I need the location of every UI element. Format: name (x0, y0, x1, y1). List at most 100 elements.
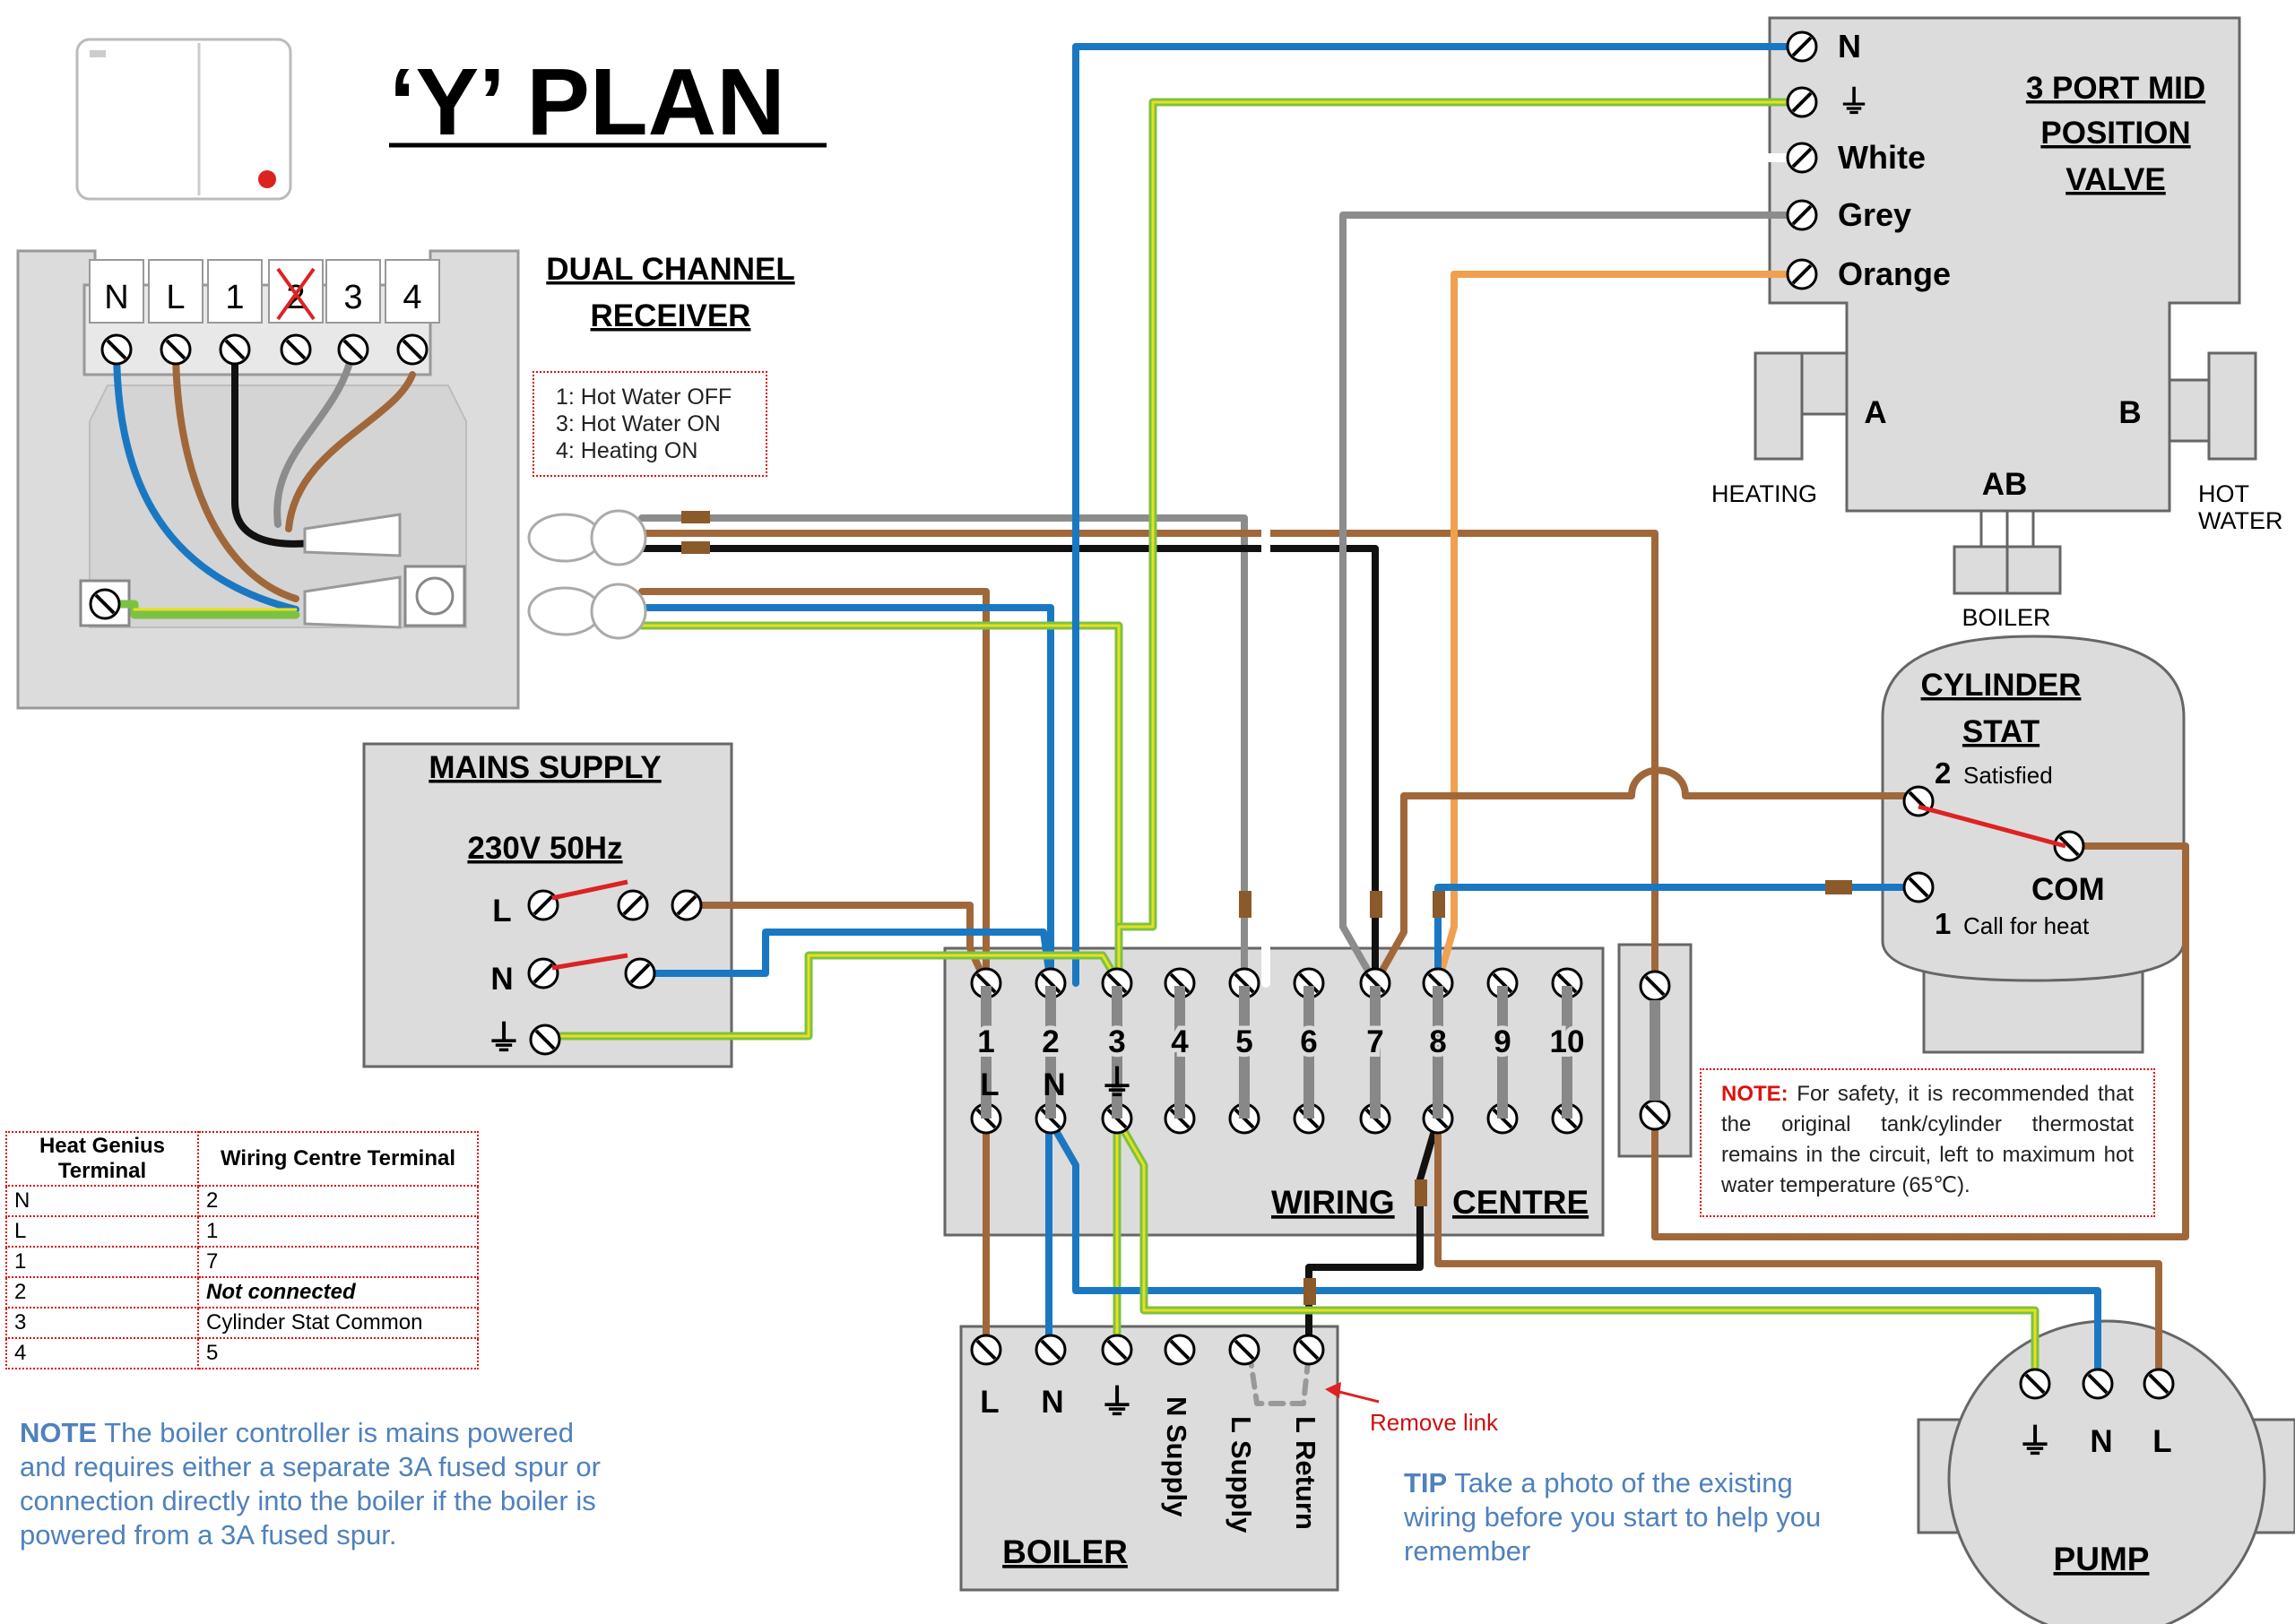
boiler-terminal-screw (1164, 1334, 1196, 1366)
cylinder-com-label: COM (2031, 872, 2105, 907)
mains-n-screw (527, 957, 559, 989)
pump-terminal-screw (2019, 1368, 2051, 1400)
wiring-centre-bar (1497, 986, 1508, 1119)
wiring-centre-bars (981, 986, 1660, 1119)
table-cell: N (5, 1185, 199, 1217)
valve-terminal-screw (1786, 199, 1818, 231)
wiring-centre-number: 3 (1108, 1024, 1125, 1059)
receiver-device-thumbnail (75, 38, 292, 201)
link-block-bar (1650, 1000, 1660, 1101)
mains-l-out-screw (617, 889, 649, 921)
pump-l-label: L (2152, 1424, 2171, 1459)
receiver-terminal-screw (219, 333, 251, 366)
tip-note: TIP Take a photo of the existing wiring … (1404, 1466, 1852, 1568)
mains-title: MAINS SUPPLY (429, 750, 661, 785)
wiring-centre-bar (1239, 986, 1250, 1119)
valve-terminal-screw (1786, 30, 1818, 63)
wiring-centre-number: 6 (1300, 1024, 1317, 1059)
switch-lines (551, 804, 2066, 971)
wiring-centre-sub-n: N (1043, 1067, 1065, 1102)
boiler-terminal-screw (1228, 1334, 1260, 1366)
mains-n-out-screw (624, 957, 656, 989)
table-cell: Not connected (197, 1276, 479, 1309)
cylinder-satisfied-label: Satisfied (1963, 762, 2053, 789)
wiring-centre-bar (1303, 986, 1314, 1119)
link-block-top-screw (1639, 970, 1671, 1002)
boiler-terminal-screw (1101, 1334, 1133, 1366)
table-cell: 1 (5, 1246, 199, 1278)
valve-terminal-label: Grey (1838, 196, 1911, 233)
table-header-row: Heat Genius Terminal Wiring Centre Termi… (5, 1131, 479, 1187)
receiver-earth-screw (89, 588, 121, 620)
wiring-centre-number: 10 (1550, 1024, 1585, 1059)
wiring-centre-number: 1 (977, 1024, 994, 1059)
table-cell: 2 (197, 1185, 479, 1217)
receiver-terminal-slot (148, 259, 204, 324)
boiler-power-note: NOTE The boiler controller is mains powe… (20, 1416, 611, 1552)
valve-terminal-label: Orange (1838, 255, 1951, 292)
receiver-terminal-slot (385, 259, 440, 324)
boiler-l-supply-label: L Supply (1225, 1416, 1257, 1533)
tip-label: TIP (1404, 1467, 1448, 1499)
cable-sleeves (681, 511, 1852, 1305)
wiring-centre-bar (1174, 986, 1185, 1119)
boiler-l-return-label: L Return (1290, 1416, 1321, 1530)
legend-line: 4: Heating ON (556, 438, 698, 463)
boiler-earth-label: ⏚ (1099, 1383, 1135, 1422)
receiver-title-line2: RECEIVER (591, 298, 751, 333)
valve-title-line1: 3 PORT MID (2026, 71, 2205, 106)
wiring-centre-bar (1045, 986, 1056, 1119)
boiler-n-label: N (1041, 1385, 1063, 1420)
receiver-terminal-label: 3 (343, 279, 362, 316)
wiring-centre-bar (1562, 986, 1572, 1119)
wiring-centre-number: 7 (1366, 1024, 1383, 1059)
wiring-centre-bar (1433, 986, 1443, 1119)
mains-l-label: L (492, 894, 511, 929)
cylinder-t2-label: 2 (1935, 756, 1951, 790)
receiver-terminal-slot (89, 259, 144, 324)
mains-l-out2-screw (671, 889, 703, 921)
table-cell: 7 (197, 1246, 479, 1278)
note-label: NOTE (20, 1417, 98, 1448)
wiring-centre-number: 8 (1429, 1024, 1446, 1059)
table-header: Wiring Centre Terminal (197, 1131, 479, 1187)
remove-link-arrow (1325, 1382, 1380, 1404)
receiver-terminal-slot (207, 259, 263, 324)
wiring-centre-title-b: CENTRE (1452, 1184, 1589, 1221)
mains-voltage: 230V 50Hz (467, 831, 622, 866)
table-cell: Cylinder Stat Common (197, 1307, 479, 1339)
receiver-terminal-screw (280, 333, 312, 366)
valve-terminal-label: N (1838, 28, 1861, 65)
pump-terminal-screw (2082, 1368, 2114, 1400)
boiler-box (959, 1325, 1339, 1592)
legend-line: 3: Hot Water ON (556, 411, 721, 436)
valve-terminal-label: ⏚ (1838, 83, 1870, 120)
table-cell: 2 (5, 1276, 199, 1309)
wiring-centre-bar (981, 986, 992, 1119)
valve-terminal-screw (1786, 258, 1818, 290)
receiver-terminal-label: N (104, 279, 128, 316)
valve-title-line3: VALVE (2066, 162, 2166, 197)
pump-n-label: N (2090, 1424, 2112, 1459)
receiver-terminal-screw (337, 333, 369, 366)
receiver-terminal-2-cross (276, 267, 316, 321)
boiler-terminal-screw (970, 1334, 1002, 1366)
wiring-centre-number: 4 (1171, 1024, 1189, 1059)
wiring-centre-bar (1370, 986, 1381, 1119)
cylinder-t1-label: 1 (1935, 907, 1951, 940)
receiver-channel-legend: 1: Hot Water OFF 3: Hot Water ON 4: Heat… (533, 371, 767, 477)
valve-hot-label-line2: WATER (2198, 507, 2283, 534)
receiver-title-line1: DUAL CHANNEL (546, 252, 794, 287)
receiver-terminal-screw (100, 333, 133, 366)
pump-terminal-screw (2143, 1368, 2175, 1400)
safety-note: NOTE: For safety, it is recommended that… (1700, 1068, 2155, 1217)
table-cell: 1 (197, 1215, 479, 1248)
valve-terminal-screw (1786, 86, 1818, 118)
pump-body (1917, 1319, 2295, 1624)
table-cell: 5 (197, 1337, 479, 1369)
